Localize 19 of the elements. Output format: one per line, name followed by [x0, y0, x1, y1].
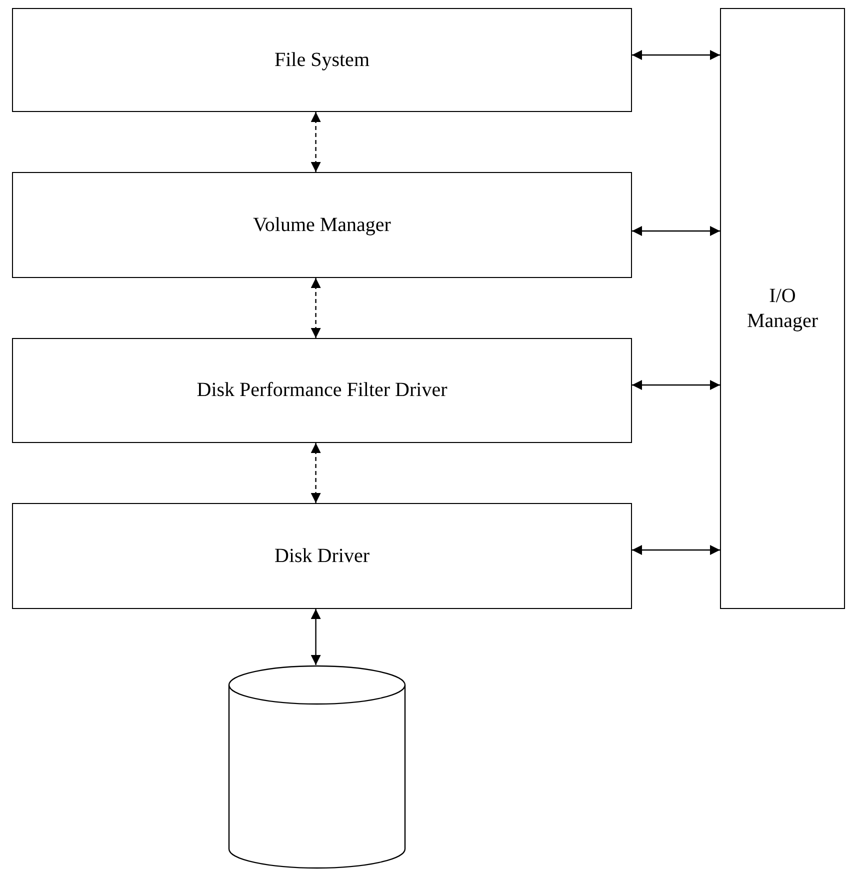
disk-cylinder	[228, 665, 406, 869]
layer-box	[12, 172, 632, 278]
arrow	[632, 545, 720, 555]
layer-box	[12, 8, 632, 112]
layer-box	[12, 503, 632, 609]
box-label: Volume Manager	[253, 212, 391, 238]
arrow	[310, 112, 321, 172]
arrow	[632, 380, 720, 390]
layer-box	[12, 338, 632, 443]
arrow	[310, 443, 321, 503]
box-label: I/O Manager	[746, 284, 820, 334]
arrow	[632, 226, 720, 236]
layer-box	[720, 8, 845, 609]
box-label: Disk Performance Filter Driver	[196, 378, 448, 403]
arrow	[310, 278, 321, 338]
box-label: Disk Driver	[274, 544, 370, 568]
box-label: File System	[274, 48, 370, 72]
arrow	[310, 609, 321, 665]
arrow	[632, 50, 720, 60]
